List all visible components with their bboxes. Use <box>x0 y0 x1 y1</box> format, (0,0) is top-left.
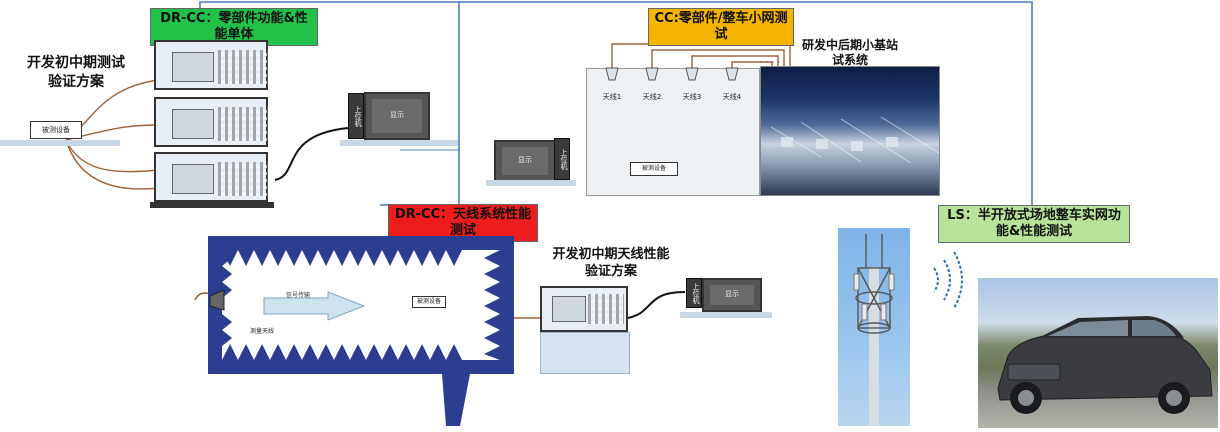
chamber-dut-box: 被测设备 <box>412 296 446 308</box>
display-label-center: 显示 <box>518 156 532 164</box>
display-left: 显示 <box>364 92 430 140</box>
display-label-left: 显示 <box>390 111 404 119</box>
host-pc-center: 上位机 <box>554 138 570 180</box>
tag-dr-cc-antenna: DR-CC：天线系统性能测试 <box>388 204 538 242</box>
tag-cc-network: CC:零部件/整车小网测试 <box>648 8 794 46</box>
dots-label: · · · · <box>760 58 781 68</box>
tag-dr-cc-parts: DR-CC：零部件功能&性能单体 <box>150 8 318 46</box>
antenna-3-label: 天线3 <box>682 93 702 101</box>
instrument-3 <box>154 152 268 202</box>
shelf-antenna <box>680 312 772 318</box>
tag-ls-field: LS：半开放式场地整车实网功能&性能测试 <box>938 205 1130 243</box>
rack-base <box>150 202 274 208</box>
title-dev-early-test: 开发初中期测试验证方案 <box>27 55 125 90</box>
instrument-1 <box>154 40 268 90</box>
dut-label-left: 被测设备 <box>42 126 70 134</box>
host-pc-antenna: 上位机 <box>686 278 702 308</box>
wireless-signal-icon <box>933 251 963 309</box>
antenna-horns <box>605 67 739 81</box>
cc-dut-box: 被测设备 <box>630 162 678 176</box>
display-center: 显示 <box>494 140 556 182</box>
cell-tower-photo <box>838 228 910 426</box>
instrument-antenna <box>540 286 628 332</box>
shelf-left <box>0 140 120 146</box>
dut-box-left: 被测设备 <box>30 121 82 139</box>
host-pc-left: 上位机 <box>348 93 364 139</box>
shelf-left-2 <box>340 140 458 146</box>
signal-flow-label: 信号传输 <box>286 292 311 299</box>
display-label-antenna: 显示 <box>725 290 739 298</box>
cc-dut-label: 被测设备 <box>641 165 666 172</box>
shelf-center <box>486 180 576 186</box>
base-station-photo <box>760 66 940 196</box>
instrument-2 <box>154 97 268 147</box>
chamber-dut-label: 被测设备 <box>416 298 441 305</box>
title-dev-mid-late-bs: 研发中后期小基站试系统 <box>802 38 899 67</box>
suv-photo <box>978 278 1218 428</box>
title-dev-early-antenna: 开发初中期天线性能验证方案 <box>552 247 670 279</box>
antenna-4-label: 天线4 <box>722 93 742 101</box>
instrument-antenna-base <box>540 332 630 374</box>
display-antenna: 显示 <box>702 278 762 312</box>
measure-ant-label: 测量天线 <box>250 328 275 335</box>
antenna-2-label: 天线2 <box>642 93 662 101</box>
antenna-1-label: 天线1 <box>602 93 622 101</box>
anechoic-chamber <box>208 236 514 426</box>
